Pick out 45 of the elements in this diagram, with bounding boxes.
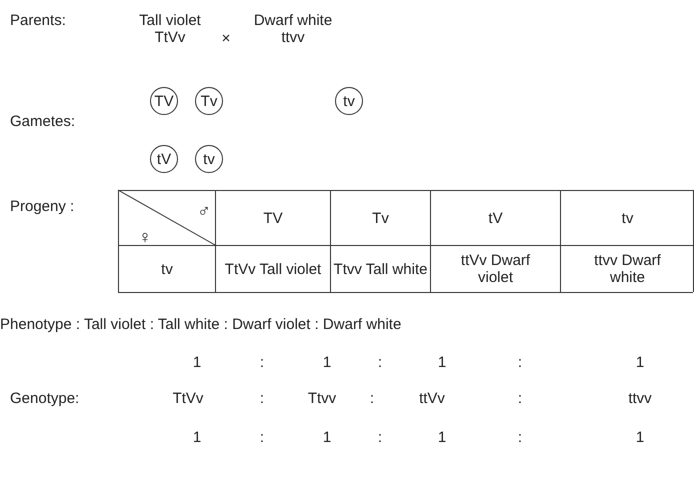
ratio-number: 1 xyxy=(192,429,202,446)
gamete-circle: TV xyxy=(150,87,178,115)
ratio-separator: : xyxy=(370,390,374,407)
ratio-separator: : xyxy=(518,354,522,371)
gamete-header: tV xyxy=(488,210,503,226)
ratio-number: 1 xyxy=(322,354,332,371)
row-heading: Gametes: xyxy=(10,113,76,130)
offspring-entry: ttvv Dwarf white xyxy=(593,252,662,286)
offspring-entry: ttVv Dwarf violet xyxy=(460,252,532,286)
gamete-header: tv xyxy=(622,210,634,226)
row-heading: Progeny : xyxy=(10,198,74,215)
row-heading: Genotype: xyxy=(10,390,80,407)
genotype-text: Ttvv xyxy=(308,390,336,407)
male-symbol: ♂ xyxy=(197,203,211,220)
gamete-circle: tv xyxy=(335,87,363,115)
ratio-number: 1 xyxy=(192,354,202,371)
gamete-header: TV xyxy=(263,210,283,226)
ratio-separator: : xyxy=(518,429,522,446)
ratio-separator: : xyxy=(518,390,522,407)
ratio-separator: : xyxy=(378,354,382,371)
cross-sign: × xyxy=(222,30,230,47)
gamete-header: Tv xyxy=(372,210,389,226)
gamete-circle: tv xyxy=(195,145,223,173)
ratio-number: 1 xyxy=(438,354,446,371)
ratio-separator: : xyxy=(378,429,382,446)
ratio-number: 1 xyxy=(636,354,644,371)
ratio-number: 1 xyxy=(636,429,644,446)
row-heading: Parents: xyxy=(10,12,66,29)
genotype-text: ttvv xyxy=(628,390,652,407)
genotype-text: TtVv xyxy=(172,390,204,407)
ratio-separator: : xyxy=(260,354,264,371)
gamete-circle: Tv xyxy=(195,87,223,115)
offspring-entry: TtVv Tall violet xyxy=(224,260,322,278)
offspring-entry: Ttvv Tall white xyxy=(332,260,428,278)
ratio-number: 1 xyxy=(438,429,446,446)
gamete-header: tv xyxy=(161,260,173,278)
parent-phenotype: Dwarf white ttvv xyxy=(252,12,334,46)
female-symbol: ♀ xyxy=(138,229,152,246)
ratio-number: 1 xyxy=(322,429,332,446)
genotype-text: ttVv xyxy=(419,390,445,407)
ratio-separator: : xyxy=(260,429,264,446)
ratio-separator: : xyxy=(260,390,264,407)
phenotype-ratio-text: Phenotype : Tall violet : Tall white : Dwarf violet : Dwarf white xyxy=(0,316,402,333)
parent-phenotype: Tall violet TtVv xyxy=(138,12,202,46)
gamete-circle: tV xyxy=(150,145,178,173)
